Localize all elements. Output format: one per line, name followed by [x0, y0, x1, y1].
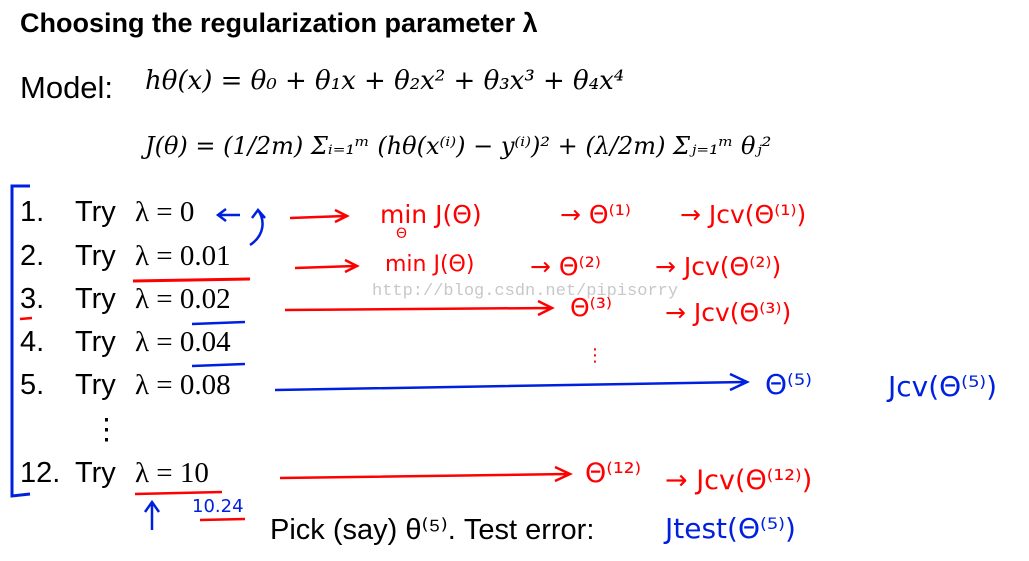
red-arrow-icon	[284, 299, 555, 317]
slide-title: Choosing the regularization parameter λ	[20, 8, 538, 38]
annotation-min-j-2: min J(Θ)	[385, 252, 475, 277]
item-lambda: λ = 0.02	[135, 283, 231, 315]
item-lambda: λ = 0.04	[135, 326, 231, 358]
item-number: 3.	[20, 283, 45, 315]
underline-stroke	[134, 490, 223, 496]
cost-formula: J(θ) = (1/2m) Σᵢ₌₁ᵐ (hθ(x⁽ⁱ⁾) − y⁽ⁱ⁾)² +…	[145, 132, 772, 160]
item-lambda: λ = 0	[135, 196, 195, 228]
item-number: 5.	[20, 369, 45, 401]
annotation-jcv-1: → Jcv(Θ⁽¹⁾)	[680, 200, 807, 229]
watermark: http://blog.csdn.net/pipisorry	[372, 282, 679, 301]
blue-arrow-icon	[215, 208, 240, 222]
underline-stroke	[191, 320, 246, 326]
item-number: 1.	[20, 196, 45, 228]
item-lambda: λ = 0.01	[135, 240, 231, 272]
underline-stroke	[191, 362, 246, 368]
red-arrow-icon	[294, 258, 360, 274]
blue-up-arrow-icon	[143, 499, 161, 530]
annotation-jcv-2: → Jcv(Θ⁽²⁾)	[655, 252, 782, 281]
item-try: Try	[75, 457, 116, 489]
annotation-theta-under: Θ	[396, 226, 408, 242]
annotation-theta-12: Θ⁽¹²⁾	[585, 458, 642, 489]
pick-text: Pick (say) θ⁽⁵⁾. Test error:	[270, 514, 595, 546]
bracket-stroke	[10, 184, 31, 498]
underline-stroke	[199, 517, 246, 522]
annotation-lambda-alt: 10.24	[192, 496, 244, 517]
underline-stroke	[19, 316, 33, 321]
item-try: Try	[75, 283, 116, 315]
red-arrow-icon	[279, 465, 573, 483]
blue-curl-arrow-icon	[249, 208, 266, 247]
item-number: 4.	[20, 326, 45, 358]
blue-arrow-icon	[274, 372, 750, 392]
item-try: Try	[75, 326, 116, 358]
underline-stroke	[132, 277, 251, 283]
annotation-min-j: min J(Θ)	[380, 200, 482, 229]
item-number: 12.	[20, 457, 61, 489]
item-try: Try	[75, 196, 116, 228]
item-lambda: λ = 10	[135, 457, 209, 489]
annotation-dots: ⋮	[586, 345, 604, 366]
item-lambda: λ = 0.08	[135, 369, 231, 401]
item-try: Try	[75, 369, 116, 401]
annotation-theta-3: Θ⁽³⁾	[570, 293, 612, 322]
model-label: Model:	[20, 70, 114, 105]
item-number: 2.	[20, 240, 45, 272]
item-try: Try	[75, 240, 116, 272]
annotation-theta-5: Θ⁽⁵⁾	[765, 368, 813, 401]
red-arrow-icon	[289, 208, 350, 224]
annotation-jcv-5: Jcv(Θ⁽⁵⁾)	[888, 370, 998, 403]
annotation-jcv-12: → Jcv(Θ⁽¹²⁾)	[665, 465, 813, 496]
ellipsis: ⋮	[92, 414, 121, 446]
annotation-theta-1: → Θ⁽¹⁾	[560, 200, 631, 229]
annotation-theta-2: → Θ⁽²⁾	[530, 252, 601, 281]
hypothesis-formula: hθ(x) = θ₀ + θ₁x + θ₂x² + θ₃x³ + θ₄x⁴	[145, 66, 625, 96]
annotation-test-error: Jtest(Θ⁽⁵⁾)	[665, 512, 796, 545]
annotation-jcv-3: → Jcv(Θ⁽³⁾)	[665, 298, 792, 327]
